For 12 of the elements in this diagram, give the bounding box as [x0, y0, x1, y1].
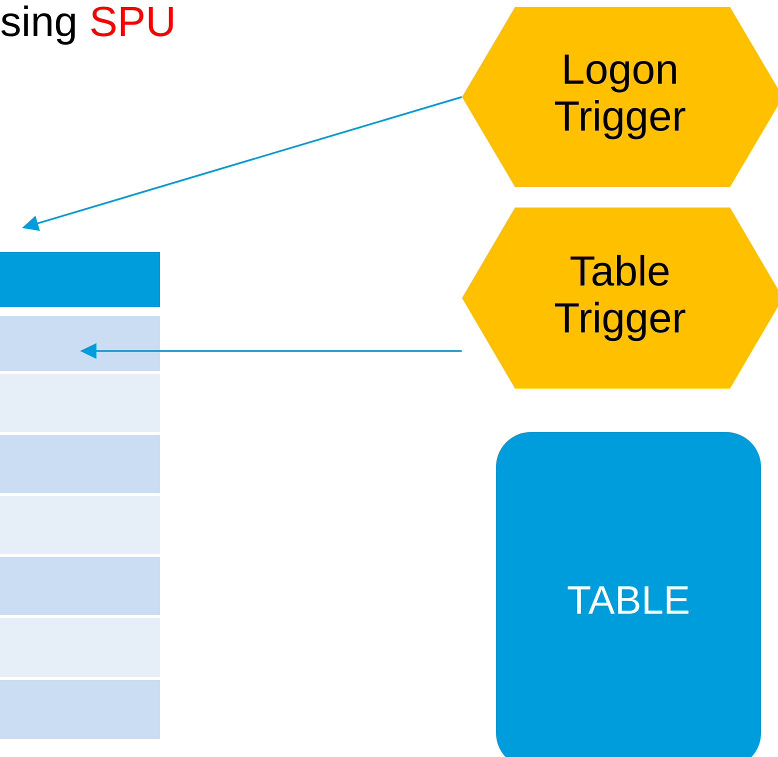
- table-box: TABLE: [496, 432, 761, 757]
- table-header-bar: [0, 252, 160, 307]
- table-row-bar: [0, 557, 160, 615]
- table-row-bar: [0, 435, 160, 493]
- table-row-bar: [0, 618, 160, 677]
- table-row-bar: [0, 680, 160, 739]
- hexagon: Logon Trigger: [462, 7, 778, 187]
- table-row-bar: [0, 374, 160, 432]
- heading: sing SPU: [1, 5, 173, 45]
- hexagon: Table Trigger: [462, 208, 778, 388]
- table-row-bar: [0, 316, 160, 371]
- table-row-bar: [0, 496, 160, 554]
